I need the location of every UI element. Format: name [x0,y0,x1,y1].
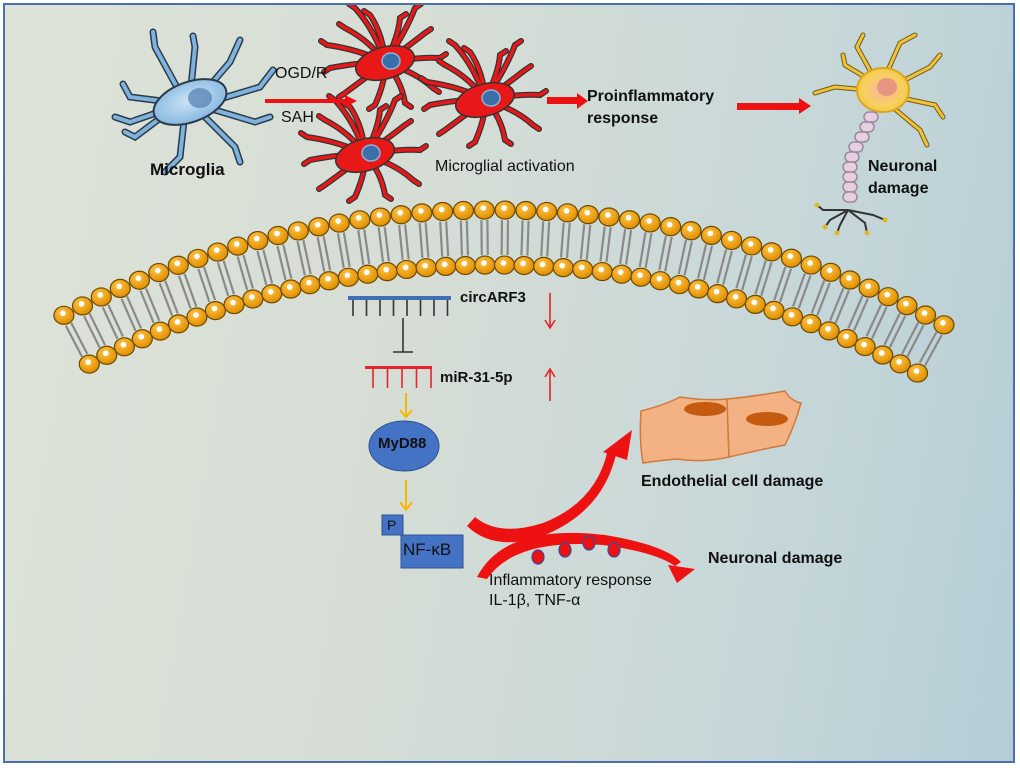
activated-microglia-icons [298,5,549,204]
activated-microglia-icon [418,38,549,149]
mirna-to-myd88-arrow [399,393,413,419]
cytokine-dot [531,549,545,565]
myd88-protein [368,420,440,472]
circarf3-strand [348,296,451,316]
circarf3-down-arrow [544,293,556,330]
bottom-neuronal-damage-label: Neuronal damage [708,550,843,567]
nfkb-box [400,534,464,569]
neuron-icon [812,32,946,236]
mir-31-5p-label: miR-31-5p [440,369,513,386]
microglial-activation-label: Microglial activation [435,158,575,175]
inflammatory-to-neuronal-arrow [477,532,695,583]
nfkb-to-endothelial-arrow [467,430,632,543]
endothelial-cells-icon [639,390,802,464]
stimulus-arrow [265,95,357,107]
microglia-label: Microglia [150,160,225,179]
inflammatory-response-label: Inflammatory response [489,572,652,589]
top-neuronal-damage-label-line2: damage [868,180,929,197]
cytokine-dot [558,542,572,558]
activated-microglia-icon [298,93,429,204]
cytokine-dots [531,535,621,565]
diagram-frame: Microglia OGD/R SAH Microglial activatio… [3,3,1015,763]
stimulus-sah-label: SAH [281,109,314,126]
nfkb-label: NF-κB [403,540,452,559]
stimulus-ogdr-label: OGD/R [275,65,328,82]
resting-microglia-icon [111,28,277,176]
activated-microglia-icon [318,5,449,112]
proinflammatory-arrow [547,93,588,109]
phospho-label: P [387,517,397,533]
mir-31-5p-strand [365,366,432,388]
inhibition-symbol [393,318,413,353]
myd88-label: MyD88 [378,435,427,452]
top-neuronal-damage-label-line1: Neuronal [868,158,938,175]
phospho-box [381,514,404,536]
mir-31-5p-up-arrow [544,367,556,401]
diagram-canvas [53,5,955,583]
cytokines-label: IL-1β, TNF-α [489,592,581,609]
neuronal-damage-arrow [737,98,811,114]
cell-membrane-bilayer [53,200,955,383]
proinflammatory-label-line2: response [587,110,659,127]
cytokine-dot [582,535,596,551]
proinflammatory-label-line1: Proinflammatory [587,88,715,105]
myd88-to-nfkb-arrow [399,480,413,512]
cytokine-dot [607,542,621,558]
circarf3-label: circARF3 [460,289,526,306]
endothelial-damage-label: Endothelial cell damage [641,473,824,490]
